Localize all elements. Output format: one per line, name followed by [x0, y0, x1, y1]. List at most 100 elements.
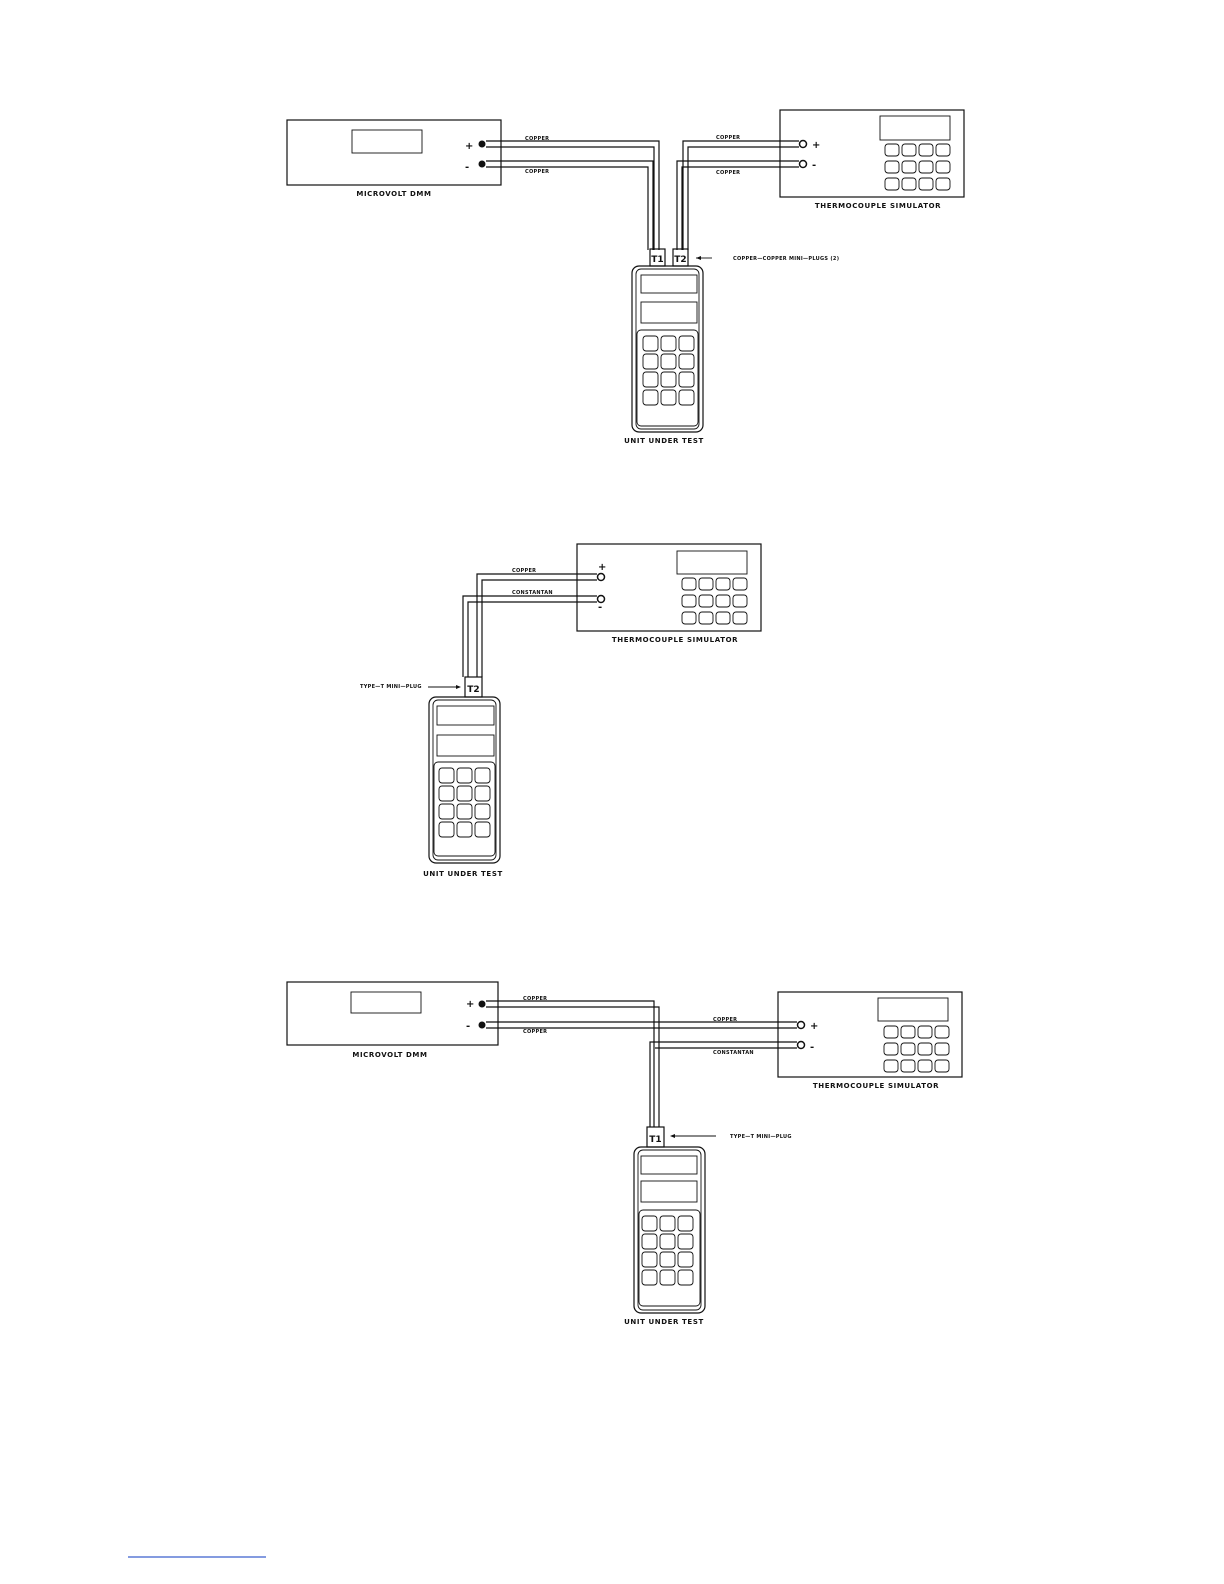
plug-callout: TYPE—T MINI—PLUG [730, 1134, 792, 1140]
keypad-key[interactable] [678, 353, 695, 370]
keypad-key[interactable] [438, 767, 455, 784]
keypad-key[interactable] [934, 1025, 950, 1039]
keypad-key[interactable] [660, 335, 677, 352]
keypad-key[interactable] [642, 353, 659, 370]
wire-label-dmm-pos: COPPER [523, 996, 547, 1002]
diagram-1: + - MICROVOLT DMM + - THERMOCOUPLE SIMUL… [286, 109, 965, 445]
keypad-key[interactable] [677, 1215, 694, 1232]
keypad-key[interactable] [883, 1059, 899, 1073]
keypad-key[interactable] [642, 335, 659, 352]
keypad-key[interactable] [681, 611, 697, 625]
sim-negative-terminal[interactable] [596, 594, 606, 604]
keypad-key[interactable] [456, 803, 473, 820]
keypad-key[interactable] [456, 785, 473, 802]
keypad-key[interactable] [715, 594, 731, 608]
unit-under-test: UNIT UNDER TEST [423, 696, 502, 878]
keypad-key[interactable] [642, 371, 659, 388]
keypad-key[interactable] [641, 1269, 658, 1286]
keypad-key[interactable] [698, 611, 714, 625]
keypad-key[interactable] [456, 821, 473, 838]
keypad-key[interactable] [659, 1251, 676, 1268]
dmm-negative-terminal[interactable] [478, 160, 486, 168]
keypad-key[interactable] [677, 1233, 694, 1250]
keypad-key[interactable] [900, 1059, 916, 1073]
keypad-key[interactable] [715, 577, 731, 591]
keypad-key[interactable] [884, 160, 900, 174]
keypad-key[interactable] [660, 371, 677, 388]
uut-display-bottom [640, 1180, 698, 1203]
sim-minus-sign: - [810, 1042, 814, 1053]
dmm-positive-terminal[interactable] [478, 1000, 486, 1008]
uut-keypad [438, 767, 491, 838]
keypad-key[interactable] [438, 785, 455, 802]
keypad-key[interactable] [659, 1233, 676, 1250]
keypad-key[interactable] [642, 389, 659, 406]
keypad-key[interactable] [474, 803, 491, 820]
keypad-key[interactable] [474, 767, 491, 784]
sim-positive-terminal[interactable] [796, 1020, 806, 1030]
keypad-key[interactable] [677, 1251, 694, 1268]
keypad-key[interactable] [474, 821, 491, 838]
keypad-key[interactable] [883, 1042, 899, 1056]
keypad-key[interactable] [698, 594, 714, 608]
sim-positive-terminal[interactable] [596, 572, 606, 582]
keypad-key[interactable] [917, 1042, 933, 1056]
keypad-key[interactable] [917, 1059, 933, 1073]
wire-label-sim-pos: COPPER [716, 135, 740, 141]
keypad-key[interactable] [901, 143, 917, 157]
keypad-key[interactable] [918, 177, 934, 191]
keypad-key[interactable] [641, 1215, 658, 1232]
keypad-key[interactable] [732, 577, 748, 591]
keypad-key[interactable] [681, 594, 697, 608]
plug-callout: TYPE—T MINI—PLUG [360, 684, 422, 690]
thermocouple-simulator: + - THERMOCOUPLE SIMULATOR [576, 543, 762, 644]
keypad-key[interactable] [935, 143, 951, 157]
keypad-key[interactable] [715, 611, 731, 625]
keypad-key[interactable] [681, 577, 697, 591]
simulator-keypad [681, 577, 748, 625]
keypad-key[interactable] [900, 1042, 916, 1056]
keypad-key[interactable] [474, 785, 491, 802]
keypad-key[interactable] [935, 160, 951, 174]
keypad-key[interactable] [917, 1025, 933, 1039]
wire-label-copper: COPPER [512, 568, 536, 574]
dmm-positive-terminal[interactable] [478, 140, 486, 148]
dmm-label: MICROVOLT DMM [352, 1051, 427, 1059]
keypad-key[interactable] [641, 1251, 658, 1268]
keypad-key[interactable] [901, 177, 917, 191]
keypad-key[interactable] [901, 160, 917, 174]
keypad-key[interactable] [884, 143, 900, 157]
dmm-negative-terminal[interactable] [478, 1021, 486, 1029]
keypad-key[interactable] [900, 1025, 916, 1039]
microvolt-dmm: + - MICROVOLT DMM [286, 981, 499, 1059]
keypad-key[interactable] [698, 577, 714, 591]
keypad-key[interactable] [934, 1042, 950, 1056]
keypad-key[interactable] [934, 1059, 950, 1073]
keypad-key[interactable] [678, 389, 695, 406]
keypad-key[interactable] [918, 143, 934, 157]
uut-display-top [640, 274, 698, 294]
keypad-key[interactable] [438, 803, 455, 820]
keypad-key[interactable] [659, 1215, 676, 1232]
sim-negative-terminal[interactable] [798, 159, 808, 169]
keypad-key[interactable] [678, 335, 695, 352]
keypad-key[interactable] [660, 353, 677, 370]
keypad-key[interactable] [732, 611, 748, 625]
keypad-key[interactable] [456, 767, 473, 784]
keypad-key[interactable] [678, 371, 695, 388]
keypad-key[interactable] [641, 1233, 658, 1250]
keypad-key[interactable] [677, 1269, 694, 1286]
sim-positive-terminal[interactable] [798, 139, 808, 149]
keypad-key[interactable] [732, 594, 748, 608]
keypad-key[interactable] [935, 177, 951, 191]
sim-negative-terminal[interactable] [796, 1040, 806, 1050]
sim-plus-sign: + [598, 562, 606, 573]
keypad-key[interactable] [918, 160, 934, 174]
keypad-key[interactable] [883, 1025, 899, 1039]
keypad-key[interactable] [438, 821, 455, 838]
keypad-key[interactable] [884, 177, 900, 191]
keypad-key[interactable] [660, 389, 677, 406]
keypad-key[interactable] [659, 1269, 676, 1286]
wire-label-dmm-neg: COPPER [525, 169, 549, 175]
